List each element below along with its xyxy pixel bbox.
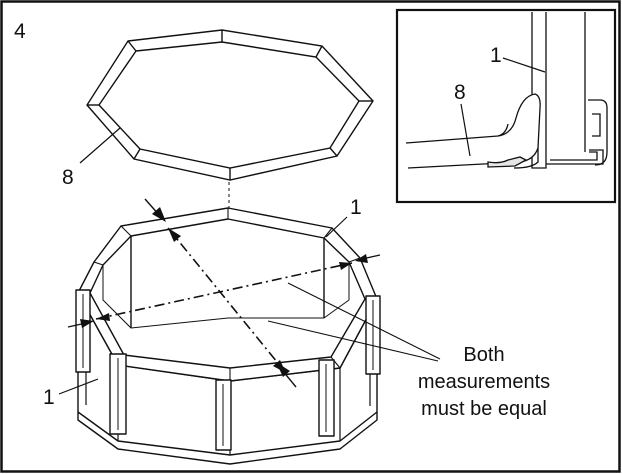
detail-cover-leader-line: [460, 103, 471, 157]
diagonal-b-end-arrow-right: [339, 262, 352, 270]
frame-left-leader-line: [58, 378, 99, 395]
note-line-2: measurements: [418, 371, 550, 393]
diagonal-b-pointer-arrow-right: [355, 254, 368, 263]
diagonal-b-pointer-arrow-left: [80, 319, 94, 328]
diagonal-a-end-arrow-top: [168, 228, 181, 242]
diagonal-a-pointer-arrow-bottom: [276, 362, 290, 377]
frame-top-leader-line: [325, 216, 348, 238]
diagonal-b-end-arrow-left: [96, 313, 110, 321]
detail-frame-leader-line: [502, 57, 546, 73]
cover-leader-line: [79, 127, 121, 164]
detail-inset-frame: [395, 8, 617, 204]
octagon-cover: [86, 29, 374, 181]
diagonal-measurement-b: [95, 262, 353, 320]
cover-part-label: 8: [62, 166, 74, 189]
note-line-1: Both: [463, 344, 504, 366]
frame-left-part-label: 1: [43, 386, 55, 409]
note-leader-line-a: [267, 320, 439, 362]
octagon-frame: [75, 207, 381, 465]
detail-frame-part-label: 1: [490, 44, 502, 67]
frame-top-part-label: 1: [350, 196, 362, 219]
step-number: 4: [14, 20, 26, 43]
detail-inset: 1 8: [395, 8, 617, 204]
note-leader-line-b: [287, 282, 441, 360]
diagonal-a-pointer-arrow-top: [152, 207, 166, 222]
diagonal-measurement-a: [167, 227, 287, 374]
detail-cover-part-label: 8: [454, 81, 466, 104]
note-line-3: must be equal: [421, 398, 547, 420]
